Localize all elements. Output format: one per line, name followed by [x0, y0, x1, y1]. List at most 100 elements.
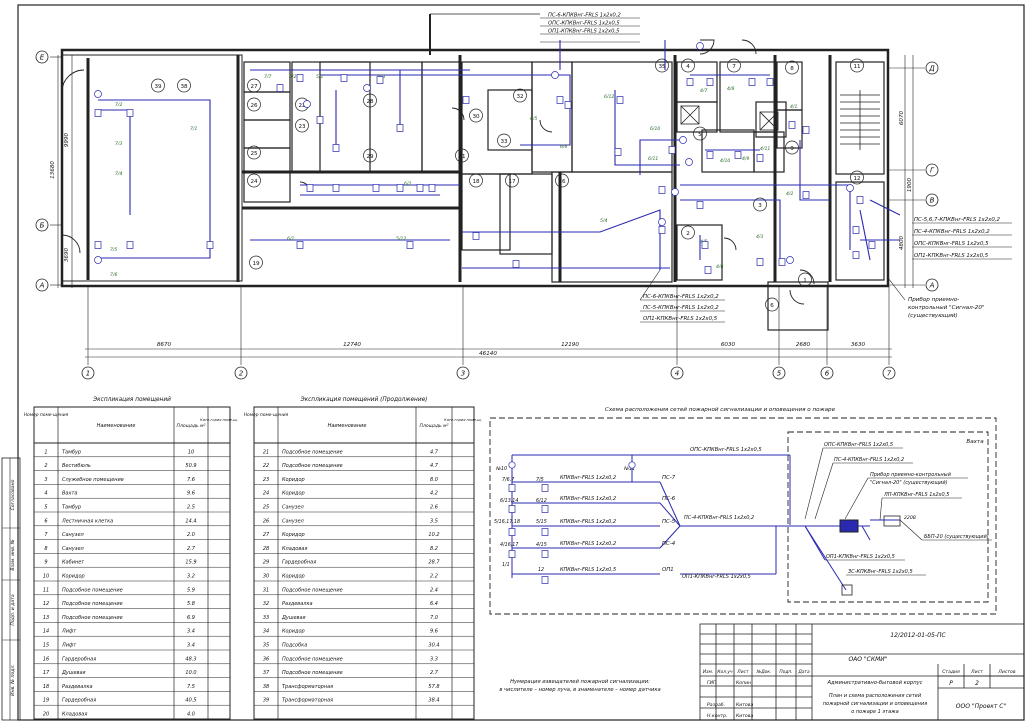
- room-number: 35: [658, 64, 666, 70]
- room-number: 9: [790, 146, 794, 152]
- room-number: 27: [250, 84, 258, 90]
- dimension-value: 3630: [851, 342, 866, 348]
- room-area-cell: 10.0: [185, 670, 196, 676]
- room-no-cell: 16: [43, 656, 49, 662]
- room-no-cell: 3: [44, 477, 47, 483]
- smoke-detector-icon: [802, 191, 810, 199]
- stamp-sheet-title-line: о пожаре 1 этажа: [851, 709, 898, 715]
- side-stamp-label: Подп. и дата: [10, 594, 16, 625]
- cable-line-label: 6/5: [530, 116, 537, 122]
- room-number-circle: [727, 58, 741, 73]
- stamp-col-header: Кол.уч: [717, 669, 733, 675]
- stamp-stage-header: Стадия: [942, 669, 960, 675]
- smoke-detector-icon: [316, 116, 324, 124]
- room-name-cell: Коридор: [282, 574, 305, 580]
- room-name-cell: Санузел: [62, 546, 85, 552]
- room-area-cell: 40.5: [185, 698, 196, 704]
- axis-bubble: [772, 366, 786, 380]
- room-no-cell: 8: [44, 546, 47, 552]
- room-no-cell: 14: [43, 629, 49, 635]
- detector-label: №11: [623, 466, 635, 472]
- room-area-cell: 14.4: [185, 518, 196, 524]
- detector-label: №10: [495, 466, 507, 472]
- room-area-cell: 50.9: [185, 463, 196, 469]
- room-no-cell: 18: [43, 684, 49, 690]
- room-number-circle: [469, 108, 483, 123]
- room-number-circle: [850, 170, 864, 185]
- room-number-circle: [469, 173, 483, 188]
- cable-line-label: 5/2: [289, 74, 296, 80]
- axis-bubble: [456, 366, 470, 380]
- room-no-cell: 11: [43, 587, 49, 593]
- loop-name-label: ПС-5: [662, 519, 676, 525]
- room-name-cell: Гардеробная: [62, 656, 96, 662]
- smoke-detector-icon: [541, 505, 549, 513]
- scheme-right-label: "Сигнал-20" (существующий): [870, 480, 948, 486]
- smoke-detector-icon: [614, 148, 622, 156]
- room-area-cell: 9.6: [187, 491, 195, 497]
- smoke-detector-icon: [541, 550, 549, 558]
- stamp-col-header: Дата: [797, 669, 810, 675]
- cable-line-label: 6/12: [604, 94, 614, 100]
- axis-bubble: [670, 366, 684, 380]
- dimension-value: 3690: [64, 247, 70, 262]
- stamp-stage-header: Лист: [970, 669, 983, 675]
- room-number: 17: [508, 179, 516, 185]
- room-number: 11: [853, 64, 861, 70]
- axis-bubble: [35, 218, 49, 232]
- dimension-value: 6030: [721, 342, 736, 348]
- smoke-detector-icon: [508, 550, 516, 558]
- cable-line-label: 5/4: [600, 218, 607, 224]
- plan-bottom-legend-line: ПС-6-КПКВнг-FRLS 1х2х0,2: [643, 294, 719, 300]
- axis-label: В: [930, 197, 935, 205]
- room-no-cell: 31: [263, 587, 269, 593]
- room-area-cell: 28.7: [428, 560, 440, 566]
- smoke-detector-icon: [778, 258, 786, 266]
- side-stamp-label: Согласовано: [10, 479, 16, 510]
- detector-label: 5/15: [536, 519, 547, 525]
- smoke-detector-icon: [852, 226, 860, 234]
- room-name-cell: Подсобное помещение: [282, 449, 343, 455]
- room-name-cell: Коридор: [282, 532, 305, 538]
- smoke-detector-icon: [802, 126, 810, 134]
- room-area-cell: 6.9: [187, 615, 195, 621]
- room-no-cell: 21: [263, 449, 269, 455]
- smoke-detector-icon: [332, 184, 340, 192]
- axis-bubble: [882, 366, 896, 380]
- room-area-cell: 2.7: [430, 670, 439, 676]
- room-name-cell: Санузел: [282, 518, 305, 524]
- plan-bottom-legend-line: ОП1-КПКВнг-FRLS 1х2х0,5: [643, 316, 718, 322]
- room-area-cell: 5.8: [187, 601, 195, 607]
- detector-label: 7/6,7: [502, 477, 514, 483]
- room-no-cell: 1: [44, 449, 47, 455]
- room-number-circle: [177, 78, 191, 93]
- manual-call-point-icon: [786, 256, 794, 264]
- scheme-title: Схема расположения сетей пожарной сигнал…: [605, 407, 836, 413]
- axis-label: 5: [777, 370, 782, 378]
- manual-call-point-icon: [671, 188, 679, 196]
- smoke-detector-icon: [372, 184, 380, 192]
- manual-call-point-icon: [846, 184, 854, 192]
- col-header-name: Наименование: [328, 423, 367, 429]
- smoke-detector-icon: [541, 528, 549, 536]
- plan-right-legend-line: ОП1-КПКВнг-FRLS 1х2х0,5: [914, 253, 989, 259]
- axis-bubble: [925, 193, 939, 207]
- room-area-cell: 3.5: [430, 518, 438, 524]
- numbering-note-line: Нумерация извещателей пожарной сигнализа…: [510, 679, 650, 685]
- room-number: 4: [686, 64, 690, 70]
- manual-call-point-icon: [696, 42, 704, 50]
- room-number-circle: [151, 78, 165, 93]
- room-area-cell: 2.5: [187, 505, 195, 511]
- room-number: 38: [180, 84, 188, 90]
- room-number: 30: [472, 114, 480, 120]
- plan-right-legend-line: ПС-5,6,7-КПКВнг-FRLS 1х2х0,2: [914, 217, 1000, 223]
- room-number: 16: [558, 179, 566, 185]
- room-number-circle: [785, 60, 799, 75]
- stamp-sheet-title-line: пожарной сигнализации и оповещения: [823, 701, 927, 707]
- loop-name-label: ОП1: [662, 567, 674, 573]
- room-no-cell: 35: [263, 643, 269, 649]
- smoke-detector-icon: [428, 184, 436, 192]
- stamp-col-header: Подп.: [779, 669, 792, 675]
- room-area-cell: 6.4: [430, 601, 438, 607]
- cable-line-label: 7/6: [110, 272, 117, 278]
